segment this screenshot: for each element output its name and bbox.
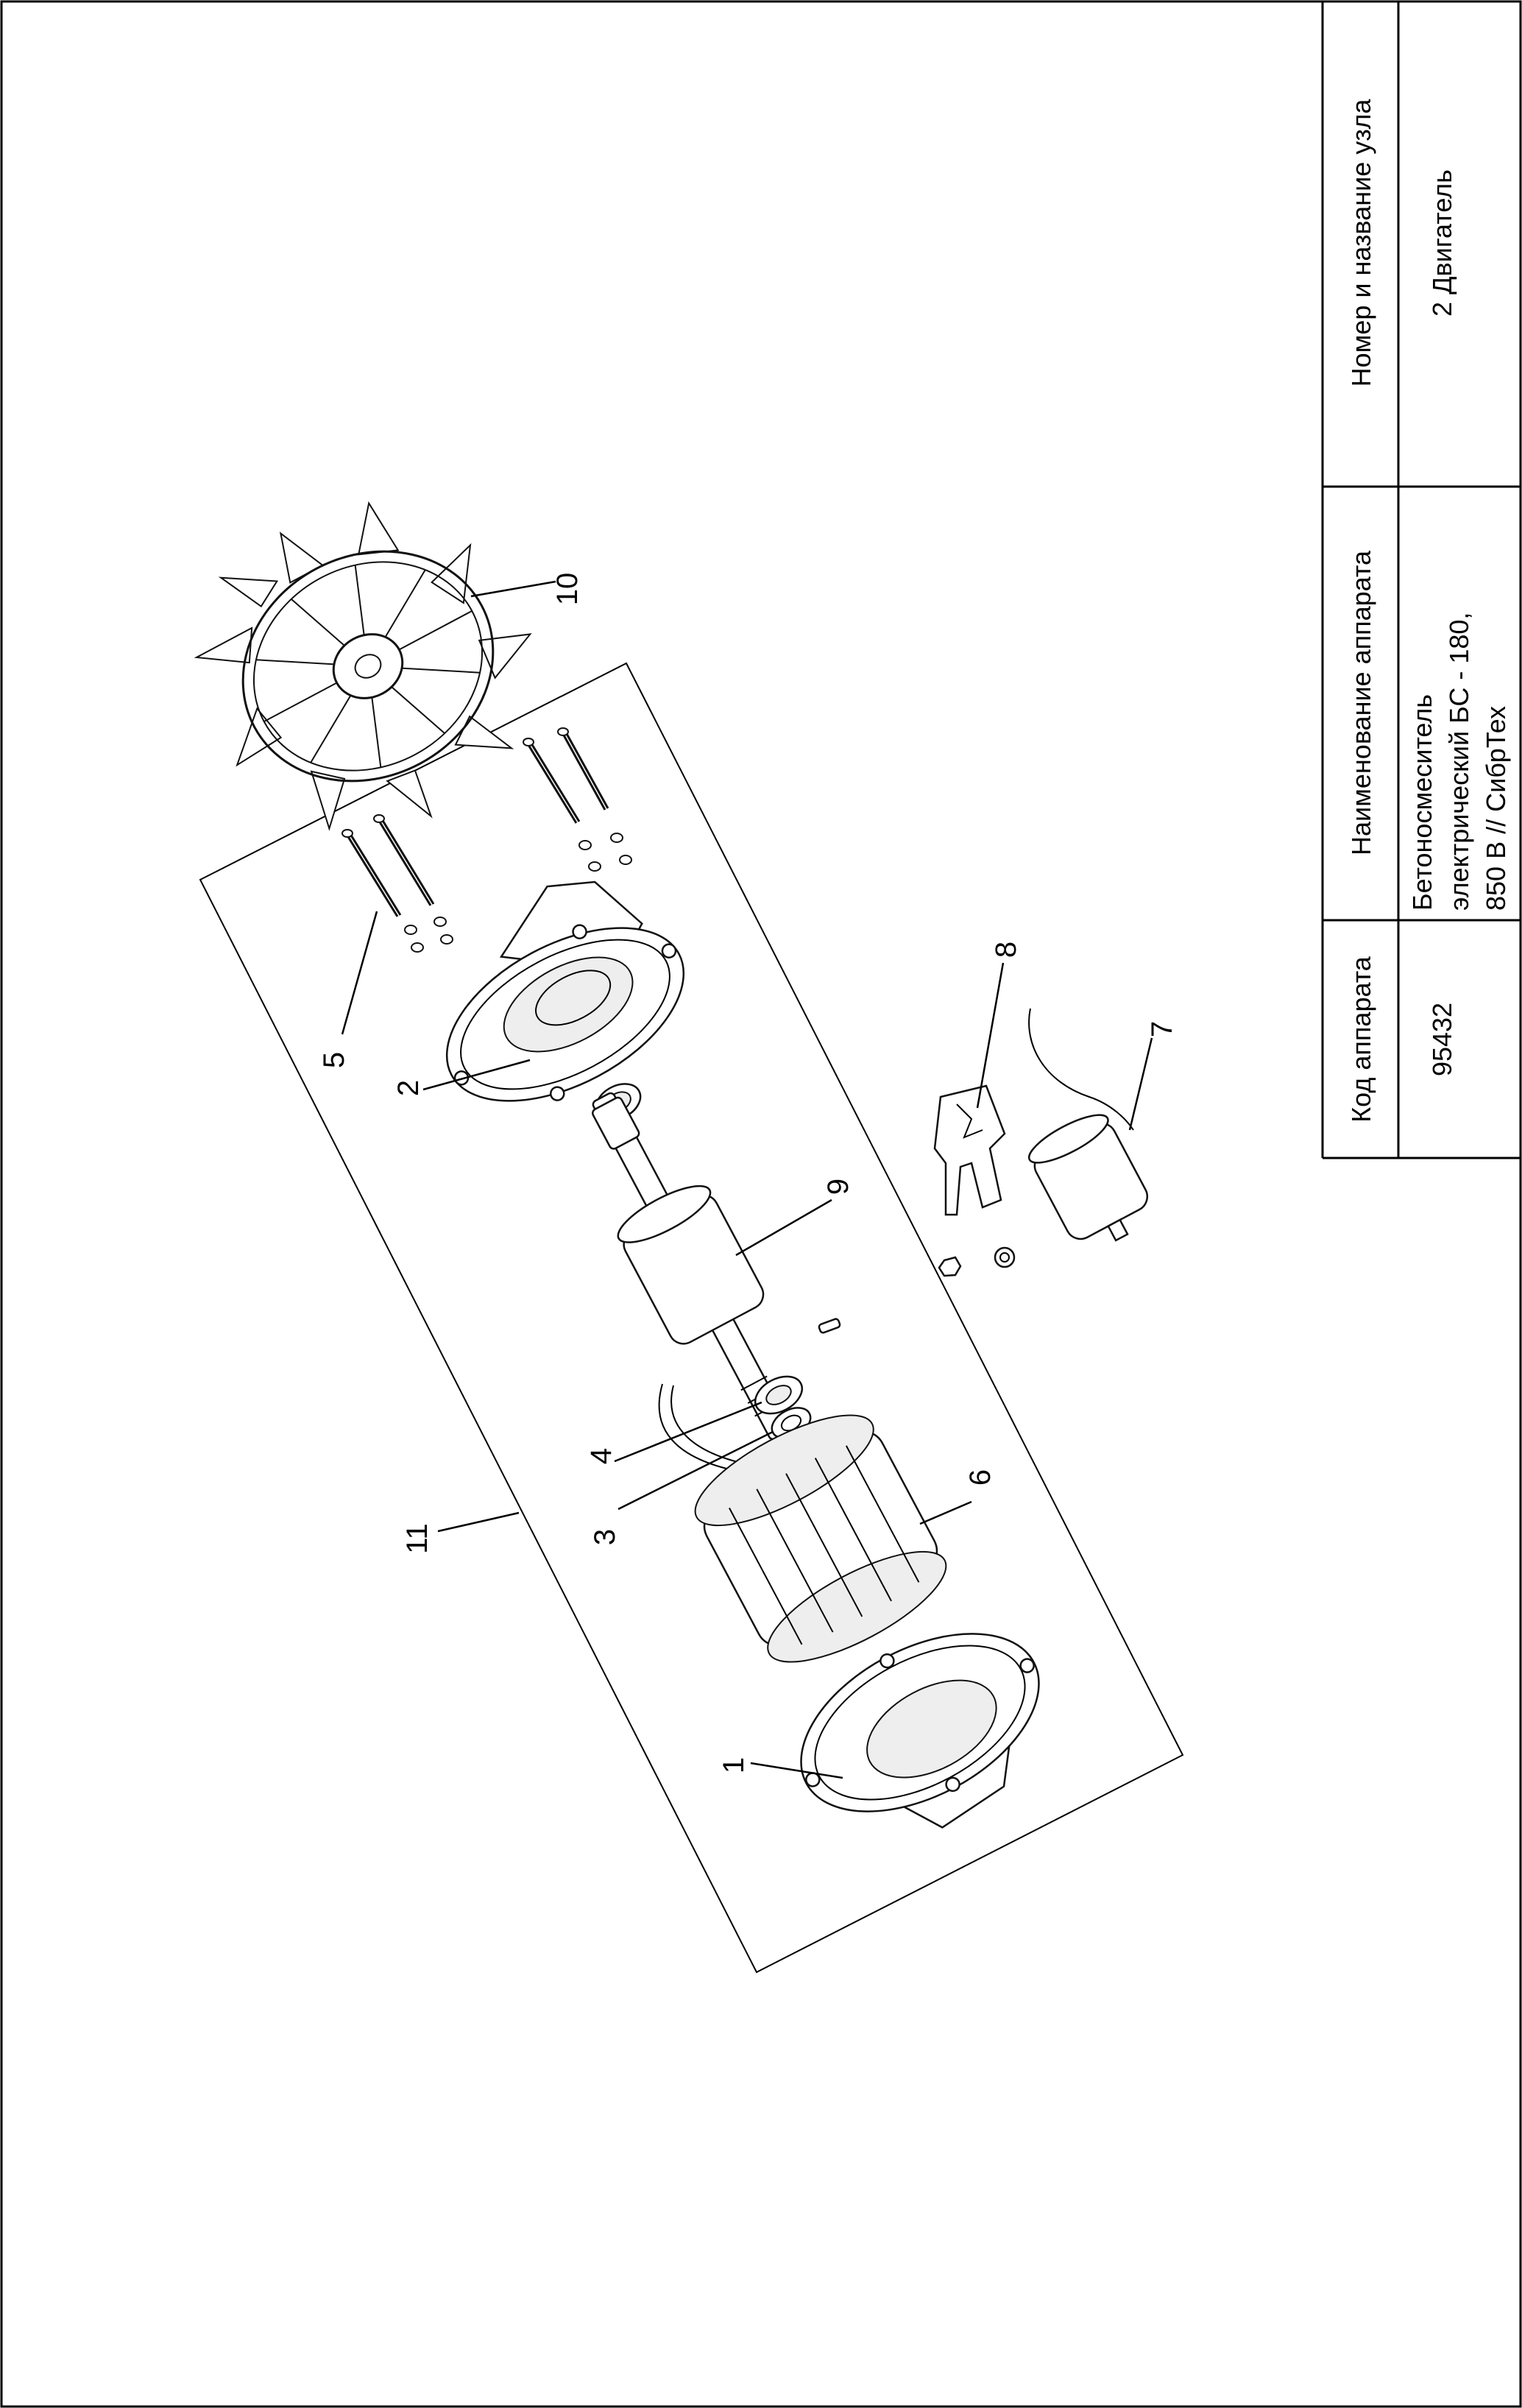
stator-part-6 [658,1383,947,1663]
callout-leaders [341,580,1153,1779]
screws-part-5 [341,727,632,953]
title-block-code-value: 95432 [1427,1003,1457,1076]
callout-9: 9 [822,1179,854,1195]
callout-3: 3 [589,1529,621,1545]
title-block-unit-value: 2 Двигатель [1427,169,1457,317]
title-block-name-line1: Бетоносмеситель [1407,694,1437,911]
title-block-code-header: Код аппарата [1346,956,1376,1123]
switch-part-8 [933,1084,1006,1216]
title-block-unit-header: Номер и название узла [1346,99,1376,387]
callout-10: 10 [551,573,584,606]
title-block-name-header: Наименование аппарата [1346,550,1376,855]
front-housing-part-1 [800,1633,1040,1829]
callout-11: 11 [401,1523,433,1554]
title-block: Код аппарата 95432 Наименование аппарата… [1321,1,1521,1159]
title-block-name-line3: 850 В // СибрТех [1481,706,1511,911]
callout-1: 1 [718,1757,750,1773]
callout-5: 5 [318,1052,350,1068]
front-bearing-part-4 [754,1375,803,1415]
fan-part-10 [194,501,532,831]
callout-8: 8 [990,942,1022,958]
rear-housing-part-2 [445,880,685,1102]
nut-and-washer [938,1246,1016,1277]
callout-4: 4 [585,1448,617,1464]
key-pin [818,1318,841,1334]
title-block-name-line2: электрический БС - 180, [1444,612,1474,911]
callout-2: 2 [392,1080,425,1096]
capacitor-part-7 [1027,1008,1149,1242]
callout-7: 7 [1146,1021,1178,1037]
rotor-part-9 [592,1092,792,1441]
callout-numbers: 1 2 3 4 5 6 7 8 9 10 11 [318,573,1178,1773]
callout-6: 6 [964,1469,997,1486]
